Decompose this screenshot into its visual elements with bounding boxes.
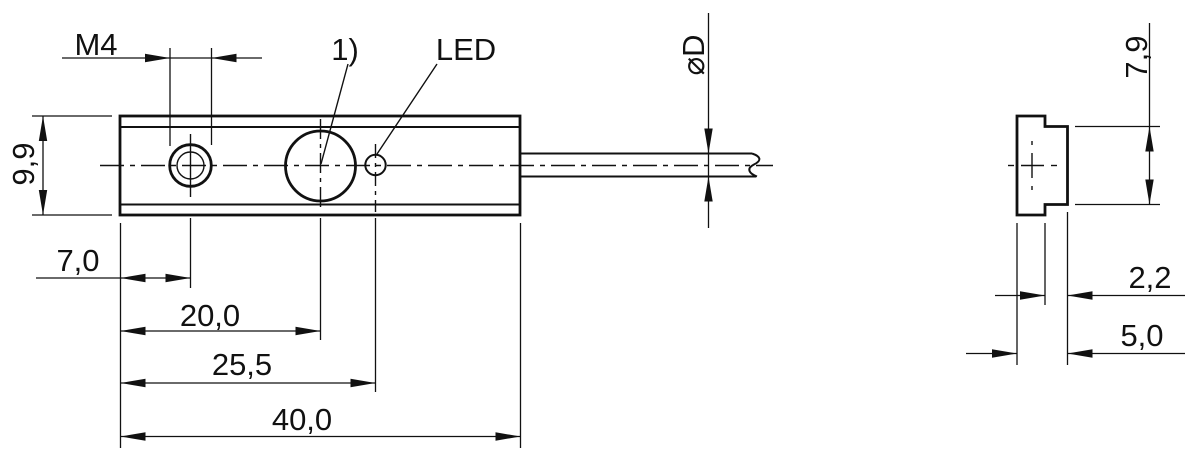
- arrowhead: [495, 432, 521, 441]
- dim-label-40-0: 40,0: [272, 402, 332, 437]
- arrowhead: [704, 128, 713, 154]
- front-view: [100, 63, 773, 217]
- dim-label-25-5: 25,5: [212, 347, 272, 382]
- dim-m4: M4: [62, 27, 262, 146]
- arrowhead: [211, 53, 237, 63]
- center-mark: [1008, 141, 1057, 190]
- dim-7-9: 7,9: [1075, 23, 1160, 206]
- dim-label-7-0: 7,0: [56, 243, 99, 278]
- arrowhead: [1145, 126, 1154, 152]
- dim-label-5-0: 5,0: [1120, 318, 1163, 353]
- dim-25-5: 25,5: [120, 347, 376, 388]
- arrowhead: [38, 190, 48, 215]
- arrowhead: [120, 378, 146, 388]
- dim-7-0: 7,0: [36, 243, 191, 283]
- bottom-extension-lines: [119, 218, 522, 448]
- arrowhead: [1020, 291, 1045, 300]
- side-view: [1008, 114, 1069, 217]
- arrowhead: [992, 349, 1017, 358]
- side-profile-outline: [1015, 114, 1069, 217]
- arrowhead: [120, 273, 146, 283]
- dim-cable-diameter: ⌀D: [676, 13, 713, 228]
- dim-label-cable-diameter: ⌀D: [676, 34, 711, 75]
- arrowhead: [145, 53, 170, 63]
- side-extension-lines: [1016, 212, 1069, 365]
- note-label: 1): [331, 32, 359, 67]
- arrowhead: [120, 326, 146, 336]
- arrowhead: [295, 326, 321, 336]
- dim-9-9: 9,9: [6, 115, 112, 216]
- arrowhead: [165, 273, 191, 283]
- dim-40-0: 40,0: [120, 402, 521, 441]
- dim-label-7-9: 7,9: [1119, 35, 1154, 78]
- arrowhead: [120, 432, 146, 441]
- arrowhead: [350, 378, 376, 388]
- dim-label-m4: M4: [74, 27, 117, 62]
- dim-label-20-0: 20,0: [180, 298, 240, 333]
- arrowhead: [38, 116, 48, 141]
- dim-2-2: 2,2: [995, 260, 1185, 300]
- led-label: LED: [436, 32, 496, 67]
- dim-5-0: 5,0: [966, 318, 1185, 358]
- cable-break-symbol: [748, 152, 761, 178]
- arrowhead: [1145, 179, 1154, 205]
- arrowhead: [1067, 349, 1093, 358]
- arrowhead: [1067, 291, 1093, 300]
- led-leader-line: [376, 63, 438, 155]
- note-leader-line: [320, 63, 349, 165]
- arrowhead: [704, 176, 713, 202]
- dim-label-2-2: 2,2: [1128, 260, 1171, 295]
- dim-label-9-9: 9,9: [6, 142, 41, 185]
- dim-20-0: 20,0: [120, 298, 321, 336]
